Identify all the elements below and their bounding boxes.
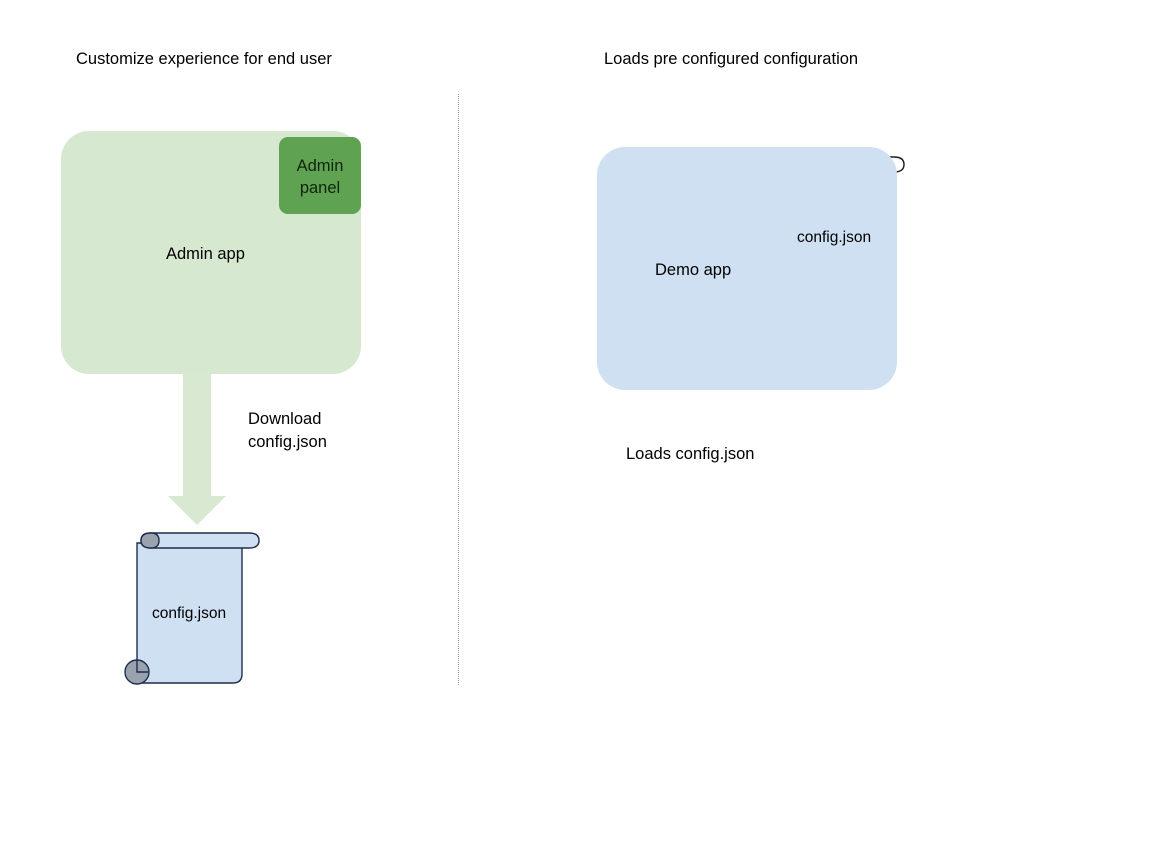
admin-panel-label-line2: panel <box>299 179 341 197</box>
config-document-left <box>124 532 260 685</box>
download-arrow-label-line2: config.json <box>248 432 327 451</box>
demo-app-node[interactable] <box>597 147 897 390</box>
config-document-left-label: config.json <box>152 605 227 622</box>
download-arrow-label: Download config.json <box>248 408 327 453</box>
column-divider <box>458 94 459 685</box>
admin-panel-node[interactable] <box>279 137 361 214</box>
admin-panel-label-line1: Admin <box>296 157 344 175</box>
admin-panel-label: Admin panel <box>279 155 361 199</box>
download-arrow-label-line1: Download <box>248 410 322 428</box>
loads-config-caption: Loads config.json <box>626 445 755 463</box>
admin-app-label: Admin app <box>166 245 245 263</box>
download-arrow-icon <box>168 370 226 525</box>
demo-app-label: Demo app <box>655 261 732 279</box>
section-heading-left: Customize experience for end user <box>76 50 332 68</box>
section-heading-right: Loads pre configured configuration <box>604 50 859 68</box>
config-document-right-label: config.json <box>797 229 872 246</box>
